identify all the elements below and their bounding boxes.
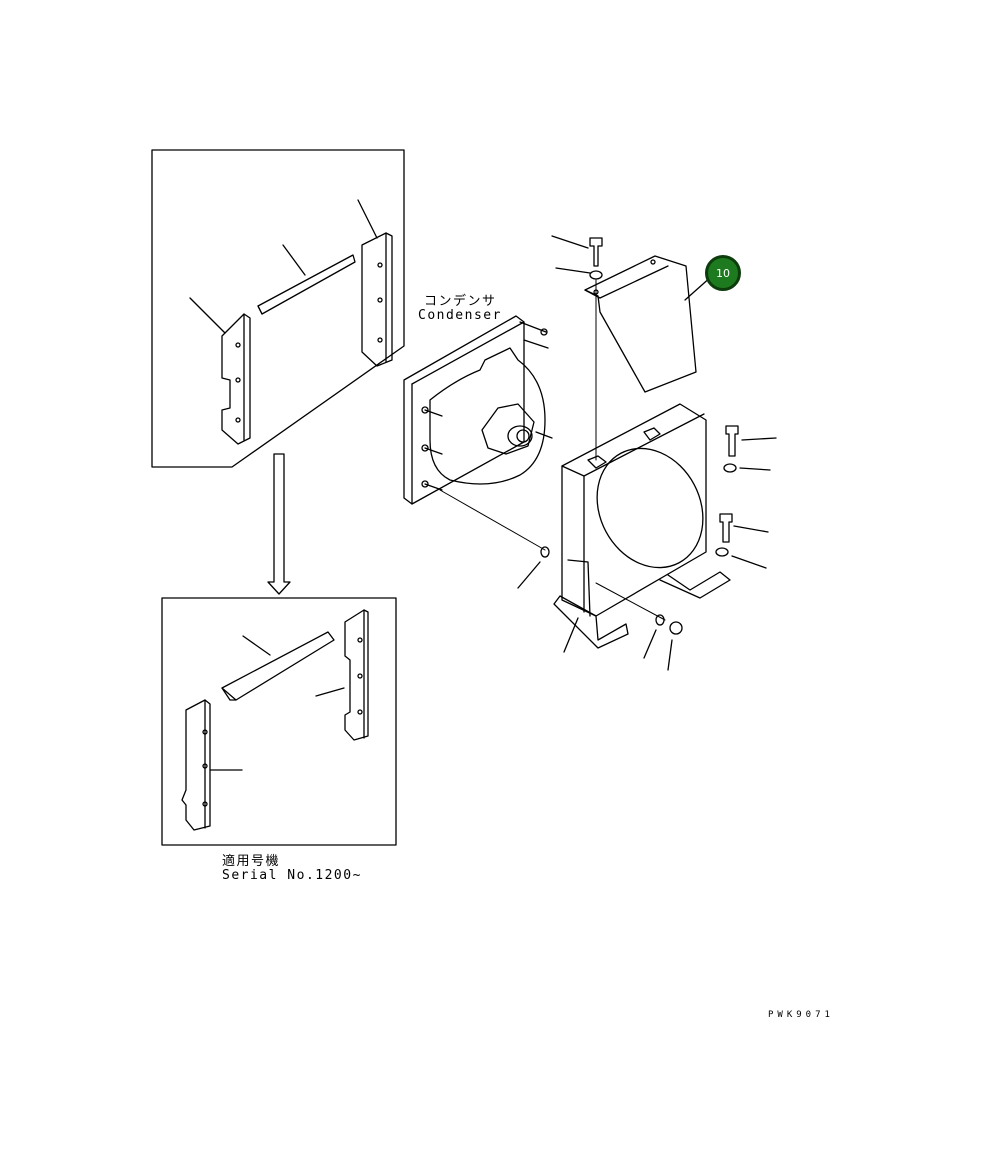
callout-badge-10: 10 (705, 255, 741, 291)
bottom-fasteners (517, 546, 683, 671)
condenser-label-en: Condenser (418, 308, 502, 323)
drawing-code: PWK9071 (768, 1010, 834, 1020)
transition-arrow (267, 453, 291, 595)
seal-plate-left-upper (221, 313, 251, 445)
serial-label-jp: 適用号機 (222, 854, 281, 869)
upper-inset-box (151, 149, 405, 468)
seal-plate-right-lower (344, 609, 369, 741)
seal-strip-upper (257, 254, 356, 315)
lower-inset-box (161, 597, 397, 846)
seal-plate-right-upper (361, 232, 393, 367)
assembly-guide-line (439, 489, 546, 551)
seal-plate-left-lower (181, 699, 211, 831)
condenser (403, 315, 553, 505)
serial-label-en: Serial No.1200~ (222, 868, 362, 883)
condenser-label-jp: コンデンサ (424, 294, 497, 309)
cover-plate (584, 255, 713, 461)
seal-strip-lower (221, 631, 335, 701)
top-bolt (551, 235, 603, 280)
side-bolts (715, 425, 777, 569)
fan-shroud (553, 403, 731, 649)
